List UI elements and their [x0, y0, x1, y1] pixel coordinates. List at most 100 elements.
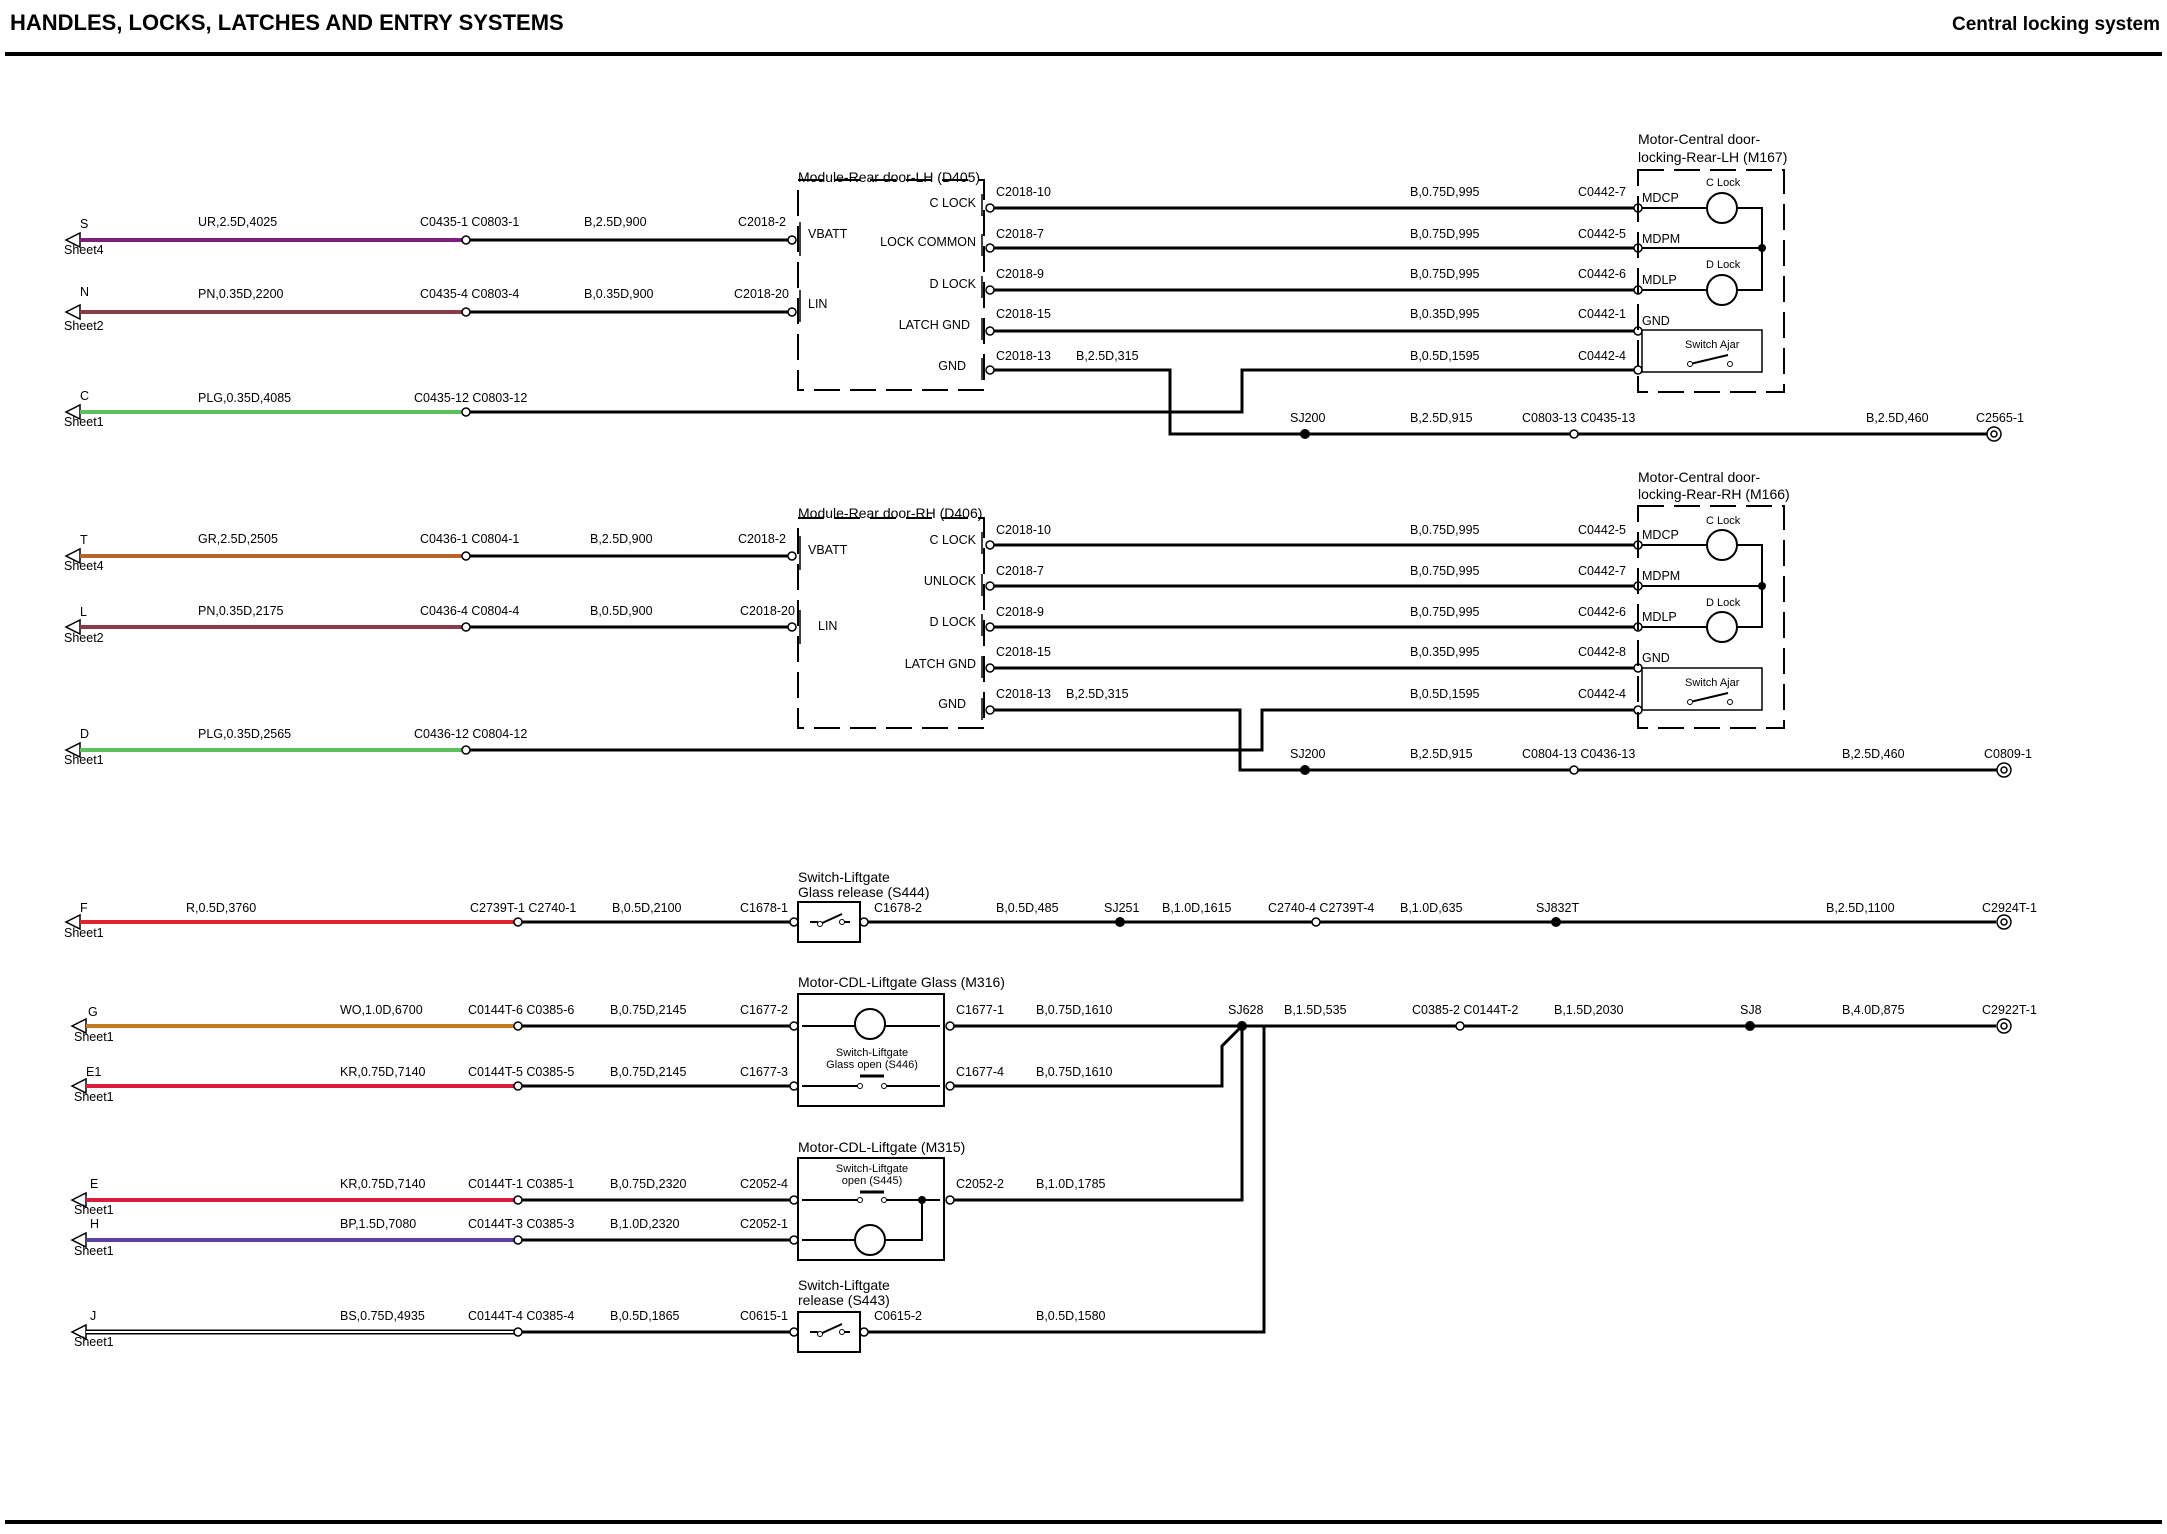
connector-label: C0436-1 C0804-1: [420, 532, 519, 546]
connector-label: C0144T-5 C0385-5: [468, 1065, 574, 1079]
connector-label: C0442-4: [1578, 349, 1626, 363]
connector-icon: [513, 1235, 523, 1245]
wire-label: B,1.0D,1785: [1036, 1177, 1106, 1191]
wire-label: B,0.75D,995: [1410, 227, 1480, 241]
wire-label: B,2.5D,915: [1410, 411, 1473, 425]
wire-s: S Sheet4 UR,2.5D,4025 C0435-1 C0803-1 B,…: [64, 215, 797, 257]
ref-sheet: Sheet2: [64, 631, 104, 645]
connector-icon: [461, 235, 471, 245]
pin-label: C LOCK: [929, 533, 976, 547]
connector-icon: [985, 663, 995, 673]
connector-icon: [789, 1327, 799, 1337]
wire-label: B,2.5D,900: [590, 532, 653, 546]
connector-label: C0442-5: [1578, 523, 1626, 537]
splice-label: SJ200: [1290, 411, 1325, 425]
module-title: Motor-Central door-: [1638, 469, 1760, 485]
wire-label: B,0.75D,2320: [610, 1177, 686, 1191]
switch-label: Switch-Liftgate: [836, 1047, 908, 1059]
connector-icon: [789, 1235, 799, 1245]
wire-h: H Sheet1 BP,1.5D,7080 C0144T-3 C0385-3 B…: [70, 1217, 799, 1258]
connector-label: C2018-15: [996, 645, 1051, 659]
connector-label: C0615-1: [740, 1309, 788, 1323]
wire-label: B,1.0D,1615: [1162, 901, 1232, 915]
wire-label: B,0.5D,1580: [1036, 1309, 1106, 1323]
wire-label: B,0.5D,900: [590, 604, 653, 618]
module-box: [1637, 505, 1785, 729]
switch-contact-icon: [1689, 692, 1729, 703]
wire-l: L Sheet2 PN,0.35D,2175 C0436-4 C0804-4 B…: [64, 604, 797, 645]
pin-label: LOCK COMMON: [880, 235, 976, 249]
connector-icon: [789, 1081, 799, 1091]
connector-label: C0144T-3 C0385-3: [468, 1217, 574, 1231]
wire-label: B,0.35D,995: [1410, 307, 1480, 321]
connector-label: C2018-9: [996, 605, 1044, 619]
module-title: locking-Rear-LH (M167): [1638, 149, 1787, 165]
ref-letter: E: [90, 1177, 98, 1191]
wire-g: G Sheet1 WO,1.0D,6700 C0144T-6 C0385-6 B…: [70, 1003, 2037, 1044]
motor-m316: Motor-CDL-Liftgate Glass (M316) Switch-L…: [797, 974, 1005, 1107]
motor-m166: Motor-Central door- locking-Rear-RH (M16…: [1637, 469, 1790, 729]
pin-label: LIN: [808, 297, 827, 311]
connector-icon: [461, 622, 471, 632]
pin-label: MDCP: [1642, 528, 1679, 542]
splice-label: SJ251: [1104, 901, 1139, 915]
connector-label: C2018-2: [738, 215, 786, 229]
wire-c: C Sheet1 PLG,0.35D,4085 C0435-12 C0803-1…: [64, 368, 1638, 429]
connector-label: C2740-4 C2739T-4: [1268, 901, 1374, 915]
pin-label: MDLP: [1642, 610, 1677, 624]
wire-label: B,0.75D,1610: [1036, 1065, 1112, 1079]
connector-label: C0385-2 C0144T-2: [1412, 1003, 1518, 1017]
connector-icon: [859, 917, 869, 927]
splice-joint: [1745, 1021, 1755, 1031]
connector-icon: [1569, 765, 1579, 775]
module-title: Motor-CDL-Liftgate (M315): [798, 1139, 965, 1155]
connector-icon: [985, 285, 995, 295]
pin-label: LATCH GND: [905, 657, 976, 671]
module-title: release (S443): [798, 1292, 890, 1308]
wire-label: B,0.35D,900: [584, 287, 654, 301]
connector-label: C0442-7: [1578, 185, 1626, 199]
motor-icon: [1706, 529, 1738, 561]
wire-label: B,0.75D,1610: [1036, 1003, 1112, 1017]
switch-label: Switch-Liftgate: [836, 1163, 908, 1175]
wire-label: B,2.5D,315: [1066, 687, 1129, 701]
wire-label: B,2.5D,315: [1076, 349, 1139, 363]
connector-label: C0144T-1 C0385-1: [468, 1177, 574, 1191]
wire-label: B,2.5D,900: [584, 215, 647, 229]
ground-label: C2565-1: [1976, 411, 2024, 425]
wire-label: KR,0.75D,7140: [340, 1065, 426, 1079]
connector-label: C2052-2: [956, 1177, 1004, 1191]
wire-label: B,0.75D,995: [1410, 605, 1480, 619]
ref-letter: S: [80, 217, 88, 231]
pin-label: LIN: [818, 619, 837, 633]
wire-label: R,0.5D,3760: [186, 901, 256, 915]
connector-label: C2018-13: [996, 349, 1051, 363]
connector-label: C0435-1 C0803-1: [420, 215, 519, 229]
motor-icon: [854, 1224, 886, 1256]
wire-f: F Sheet1 R,0.5D,3760 C2739T-1 C2740-1 B,…: [64, 901, 2037, 940]
connector-icon: [985, 581, 995, 591]
switch-label: open (S445): [842, 1175, 903, 1187]
connector-icon: [945, 1081, 955, 1091]
switch-s443: Switch-Liftgate release (S443): [797, 1277, 890, 1353]
connector-icon: [461, 745, 471, 755]
ref-letter: F: [80, 901, 88, 915]
connector-label: C1678-1: [740, 901, 788, 915]
switch-label: Switch Ajar: [1685, 677, 1740, 689]
connector-icon: [945, 1195, 955, 1205]
wire-label: B,0.75D,995: [1410, 564, 1480, 578]
ref-letter: G: [88, 1005, 98, 1019]
connector-icon: [787, 551, 797, 561]
connector-label: C0442-4: [1578, 687, 1626, 701]
section-rear-door-rh: T Sheet4 GR,2.5D,2505 C0436-1 C0804-1 B,…: [64, 469, 2032, 778]
ref-letter: L: [80, 605, 87, 619]
wire-label: PLG,0.35D,4085: [198, 391, 291, 405]
pin-label: MDPM: [1642, 569, 1680, 583]
ref-letter: H: [90, 1217, 99, 1231]
wire-label: B,1.0D,2320: [610, 1217, 680, 1231]
ref-sheet: Sheet2: [64, 319, 104, 333]
connector-icon: [461, 551, 471, 561]
splice-label: SJ8: [1740, 1003, 1762, 1017]
ref-sheet: Sheet1: [74, 1030, 114, 1044]
